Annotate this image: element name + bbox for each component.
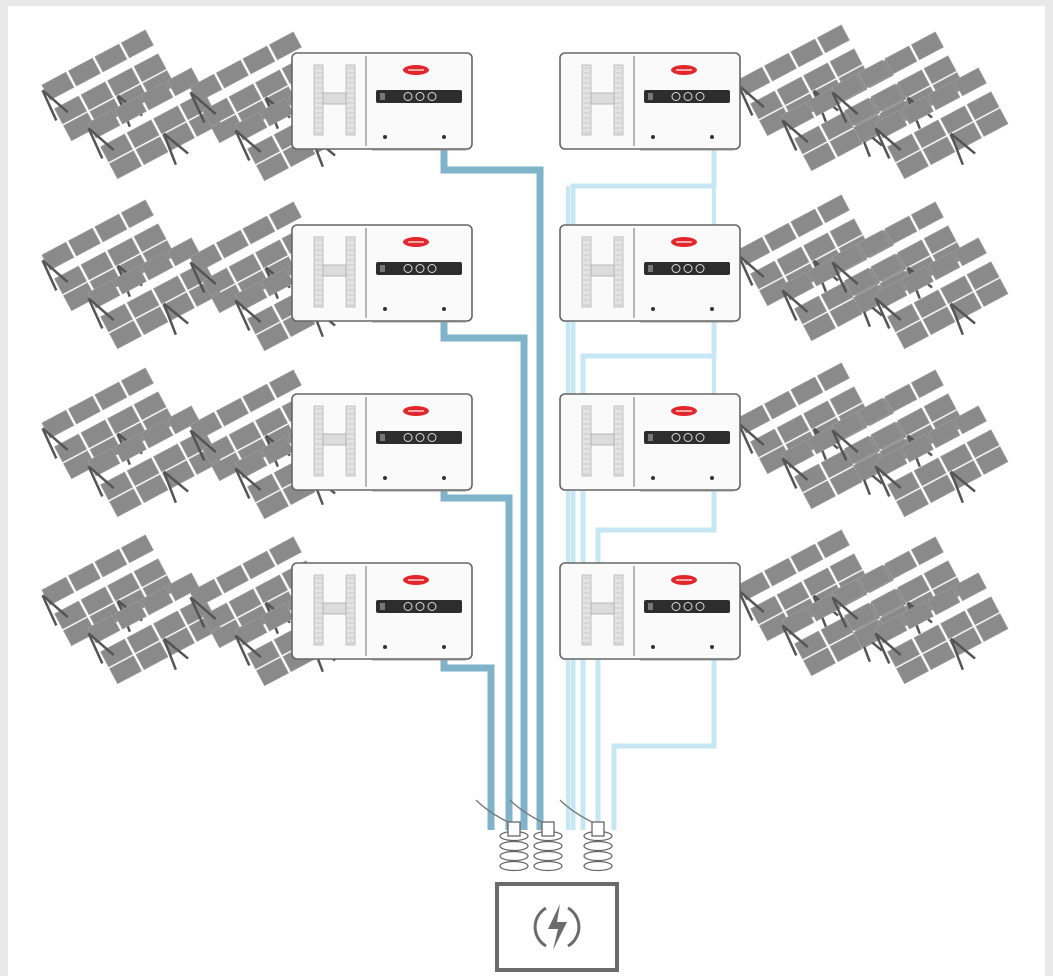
solar-panel-array	[87, 67, 222, 180]
heatsink-fins	[313, 405, 356, 477]
fronius-logo	[403, 406, 429, 416]
heatsink-fins	[313, 236, 356, 308]
insulator	[509, 799, 563, 872]
fronius-logo	[403, 575, 429, 585]
inverter-left-4	[291, 562, 473, 661]
solar-panel-array	[41, 534, 176, 647]
solar-panel-array	[874, 237, 1009, 350]
heatsink-fins	[313, 64, 356, 136]
display-panel	[376, 262, 462, 275]
inverter-right-2	[559, 224, 741, 323]
display-panel	[376, 90, 462, 103]
inverter-right-3	[559, 393, 741, 492]
fronius-logo	[671, 65, 697, 75]
display-panel	[376, 600, 462, 613]
heatsink-fins	[313, 574, 356, 646]
fronius-logo	[403, 237, 429, 247]
cable-right-4	[611, 660, 717, 830]
solar-panel-array	[874, 67, 1009, 180]
fronius-logo	[403, 65, 429, 75]
cable-left-4	[440, 660, 495, 830]
cable-left-2	[440, 322, 528, 830]
cable-left-1	[440, 150, 544, 830]
heatsink-fins	[581, 64, 624, 136]
display-panel	[644, 600, 730, 613]
fronius-logo	[671, 575, 697, 585]
inverter-left-2	[291, 224, 473, 323]
fronius-logo	[671, 237, 697, 247]
insulator	[559, 799, 613, 872]
inverter-left-1	[291, 52, 473, 151]
heatsink-fins	[581, 405, 624, 477]
inverter-left-3	[291, 393, 473, 492]
solar-panel-array	[874, 572, 1009, 685]
transformer	[475, 799, 619, 972]
display-panel	[644, 431, 730, 444]
cable-right-3	[595, 490, 717, 830]
inverter-right-4	[559, 562, 741, 661]
lightning-bolt-icon	[533, 904, 581, 950]
heatsink-fins	[581, 574, 624, 646]
solar-panel-array	[87, 405, 222, 518]
inverter-right-1	[559, 52, 741, 151]
solar-panel-array	[87, 572, 222, 685]
fronius-logo	[671, 406, 697, 416]
diagram-canvas	[8, 6, 1045, 976]
pv-system-diagram	[41, 24, 1009, 972]
display-panel	[376, 431, 462, 444]
heatsink-fins	[581, 236, 624, 308]
solar-panel-array	[874, 405, 1009, 518]
display-panel	[644, 90, 730, 103]
display-panel	[644, 262, 730, 275]
insulator	[475, 799, 529, 872]
cable-left-3	[440, 490, 513, 830]
